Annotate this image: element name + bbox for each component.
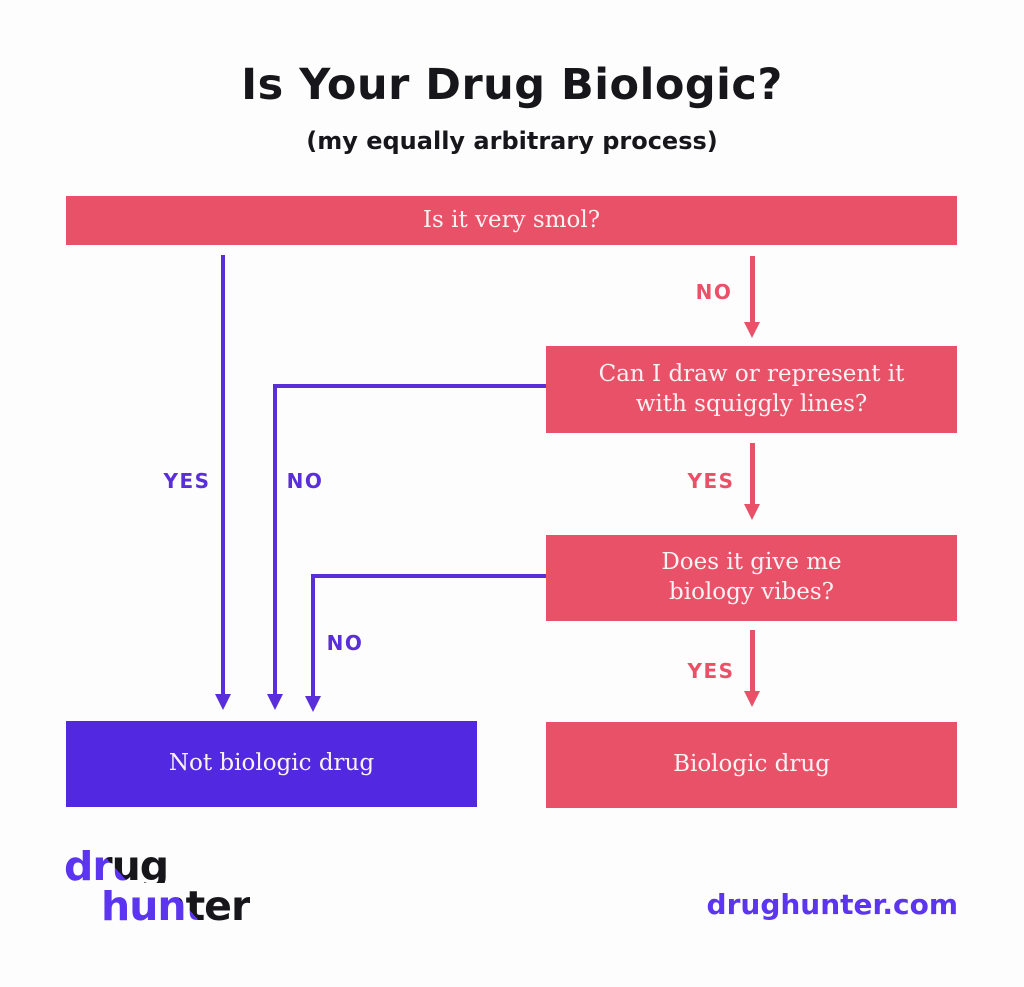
edge-q3-notbiologic-hline <box>311 574 546 578</box>
node-label-line: Can I draw or represent it <box>598 360 905 387</box>
arrow-down-icon <box>305 696 321 712</box>
node-label-line: Does it give me <box>661 549 842 576</box>
page-subtitle: (my equally arbitrary process) <box>306 127 718 155</box>
edge-q3-biologic-label: YES <box>687 659 735 683</box>
node-label-line: with squiggly lines? <box>635 390 868 417</box>
node-outcome-biologic: Biologic drug <box>546 722 957 808</box>
node-label-line: Biologic drug <box>673 751 830 778</box>
edge-q2-notbiologic-label: NO <box>286 469 324 493</box>
arrow-down-icon <box>744 691 760 707</box>
node-label-line: biology vibes? <box>669 579 834 605</box>
edge-q3-biologic-line <box>750 630 755 692</box>
node-question-squiggly: Can I draw or represent it with squiggly… <box>546 346 957 433</box>
node-outcome-not-biologic: Not biologic drug <box>66 721 477 807</box>
edge-q2-q3-label: YES <box>687 469 735 493</box>
edge-q3-notbiologic-label: NO <box>326 631 364 655</box>
edge-q1-q2-label: NO <box>695 280 733 304</box>
logo-word-hunter: hunter <box>101 881 251 930</box>
edge-q2-q3-line <box>750 443 755 505</box>
node-label-line: Not biologic drug <box>168 750 375 777</box>
edge-q2-notbiologic-vline <box>273 384 277 695</box>
node-label-line: Is it very smol? <box>422 206 601 233</box>
edge-q1-notbiologic-line <box>221 255 225 695</box>
arrow-down-icon <box>215 694 231 710</box>
page-title: Is Your Drug Biologic? <box>241 60 783 110</box>
arrow-down-icon <box>744 504 760 520</box>
node-question-vibes: Does it give me biology vibes? <box>546 535 957 621</box>
edge-q1-q2-line <box>750 256 755 323</box>
arrow-down-icon <box>744 322 760 338</box>
edge-q2-notbiologic-hline <box>273 384 546 388</box>
drug-hunter-logo: drug hunter <box>64 846 251 930</box>
logo-word-drug: drug <box>64 846 250 887</box>
arrow-down-icon <box>267 694 283 710</box>
node-question-smol: Is it very smol? <box>66 196 957 245</box>
edge-q3-notbiologic-vline <box>311 574 315 697</box>
website-link[interactable]: drughunter.com <box>706 888 958 921</box>
edge-q1-notbiologic-label: YES <box>163 469 211 493</box>
